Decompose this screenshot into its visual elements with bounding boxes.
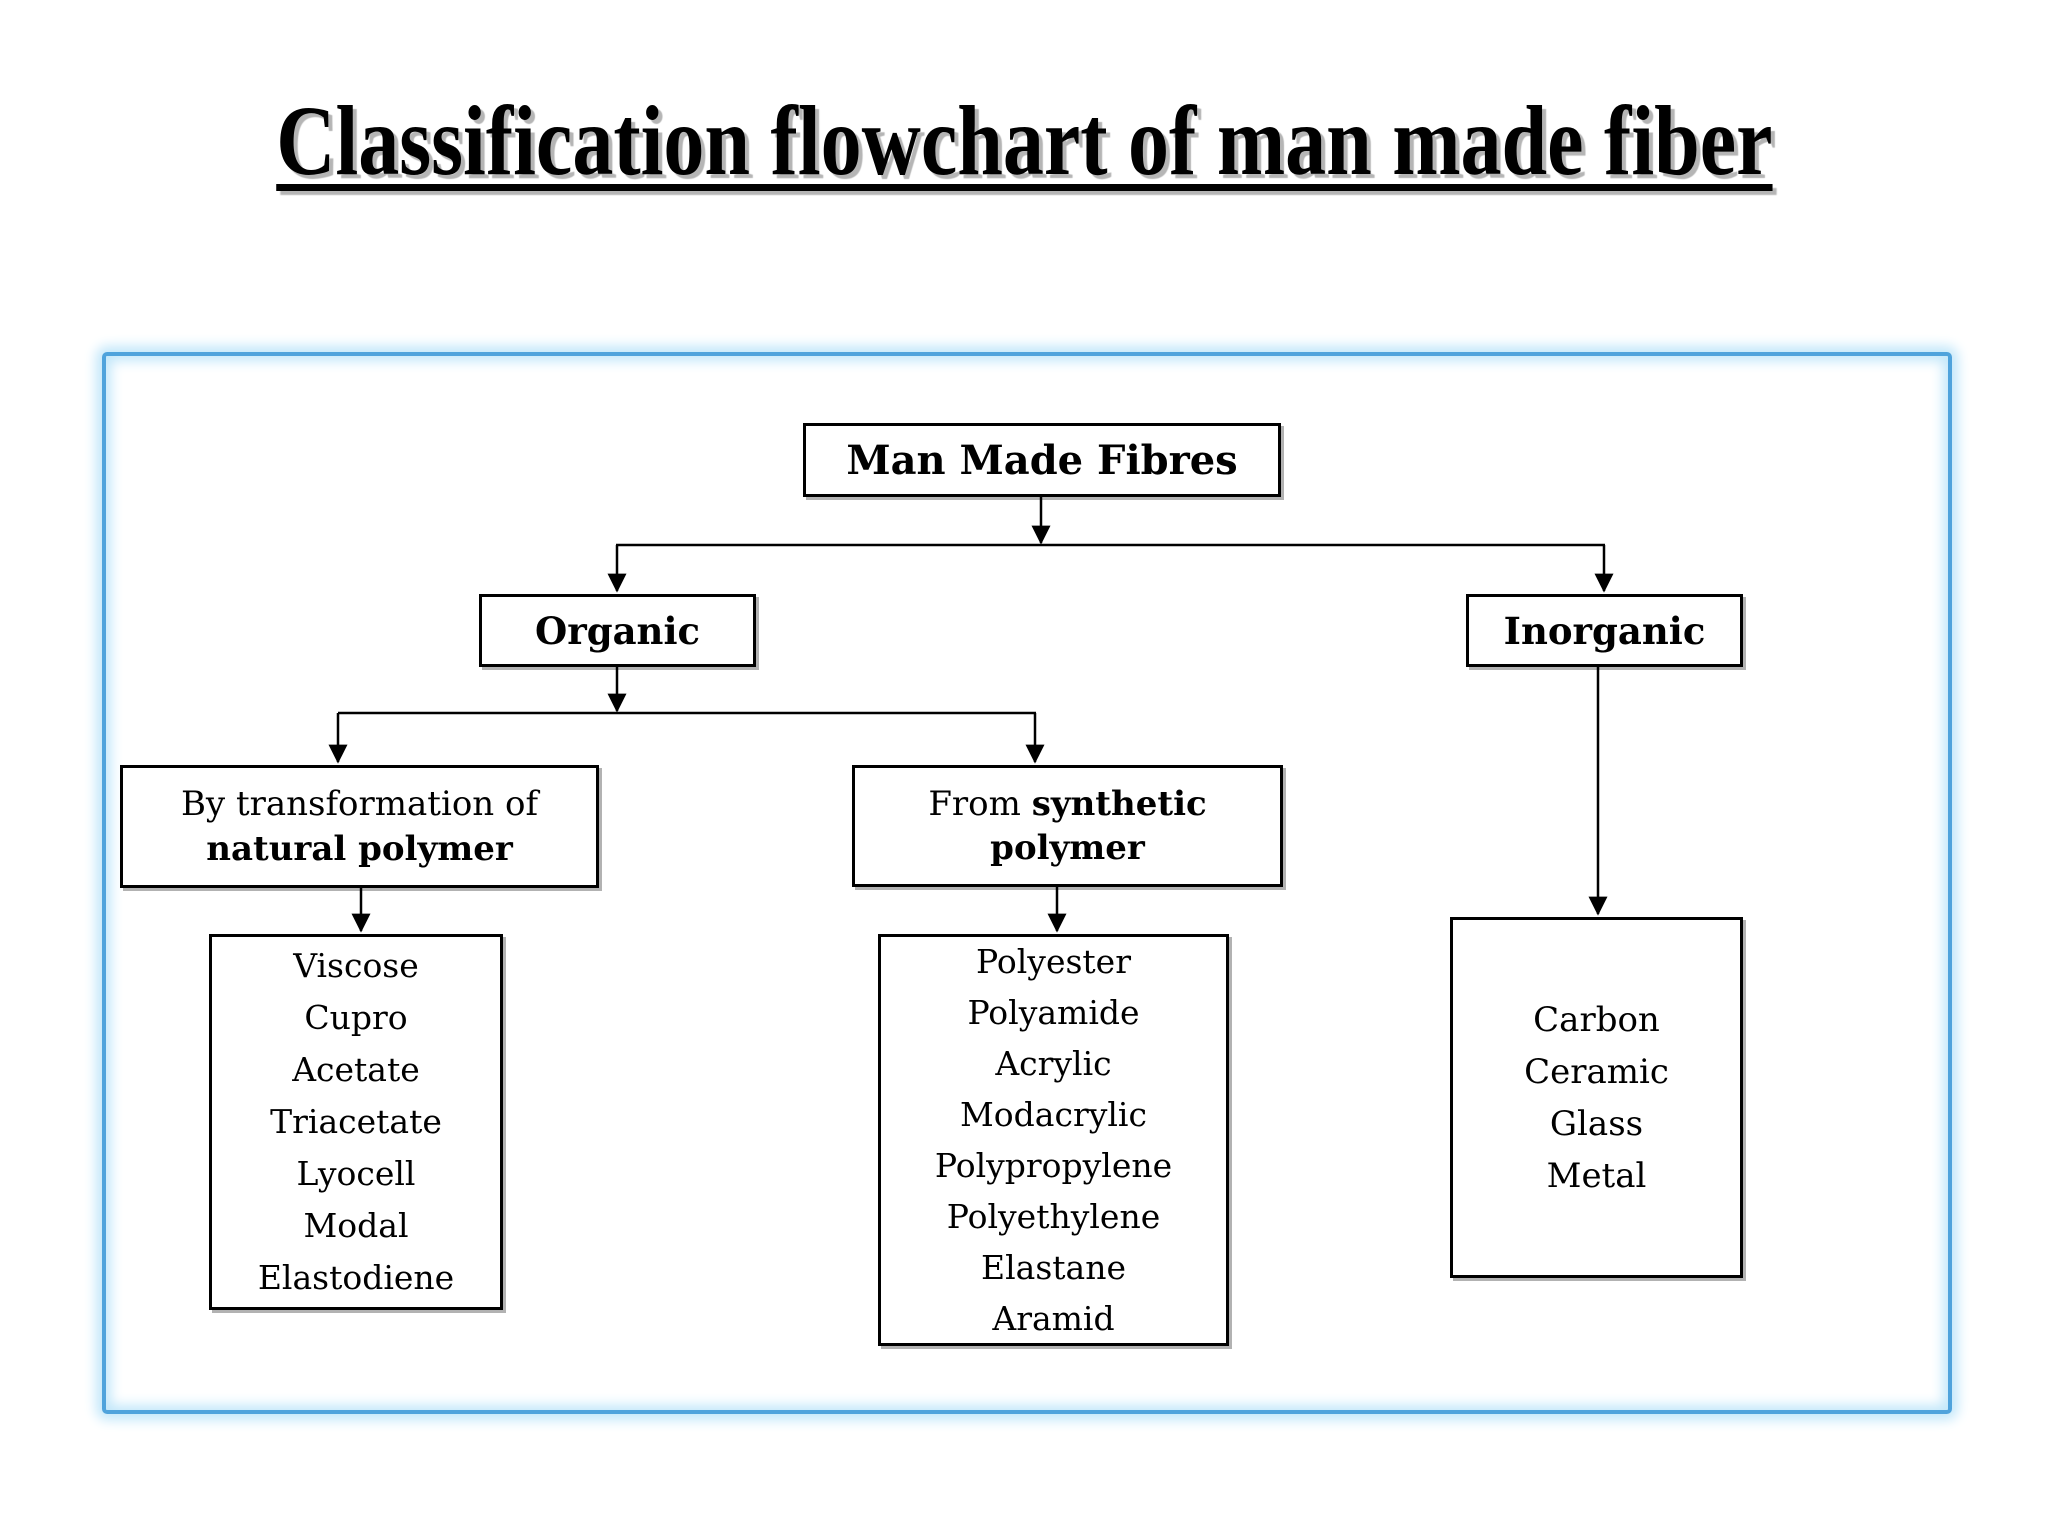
node-man-made-fibres-label: Man Made Fibres <box>846 436 1238 484</box>
list-item: Polyester <box>976 942 1131 981</box>
list-item: Metal <box>1546 1155 1647 1196</box>
node-organic: Organic <box>479 594 756 667</box>
list-item: Viscose <box>293 946 419 985</box>
list-item: Acetate <box>292 1050 420 1089</box>
list-item: Elastodiene <box>257 1258 455 1297</box>
list-item: Modacrylic <box>960 1095 1147 1134</box>
node-organic-label: Organic <box>534 608 701 653</box>
list-item: Lyocell <box>296 1154 416 1193</box>
list-item: Carbon <box>1533 999 1660 1040</box>
list-item: Aramid <box>992 1299 1115 1338</box>
list-item: Elastane <box>981 1248 1126 1287</box>
node-inorganic: Inorganic <box>1466 594 1743 667</box>
list-item: Ceramic <box>1524 1051 1669 1092</box>
list-item: Cupro <box>304 998 408 1037</box>
page-title-text: Classification flowchart of man made fib… <box>275 85 1773 196</box>
list-item: Polyamide <box>967 993 1140 1032</box>
node-man-made-fibres: Man Made Fibres <box>803 423 1281 497</box>
page-title: Classification flowchart of man made fib… <box>0 86 2048 196</box>
node-synthetic-polymer: From synthetic polymer <box>852 765 1283 887</box>
list-item: Glass <box>1549 1103 1644 1144</box>
list-item: Polypropylene <box>934 1146 1173 1185</box>
node-inorganic-label: Inorganic <box>1503 608 1706 653</box>
node-synthetic-polymer-line1: From synthetic <box>928 783 1207 824</box>
node-natural-polymer: By transformation of natural polymer <box>120 765 599 888</box>
node-natural-polymer-line2: natural polymer <box>206 828 513 869</box>
flowchart-frame <box>102 352 1952 1414</box>
list-item: Polyethylene <box>946 1197 1161 1236</box>
node-synthetic-polymer-line2: polymer <box>990 828 1145 868</box>
node-natural-polymer-line1: By transformation of <box>180 784 539 825</box>
list-item: Triacetate <box>270 1102 442 1141</box>
list-item: Modal <box>303 1206 409 1245</box>
list-item: Acrylic <box>995 1044 1112 1083</box>
